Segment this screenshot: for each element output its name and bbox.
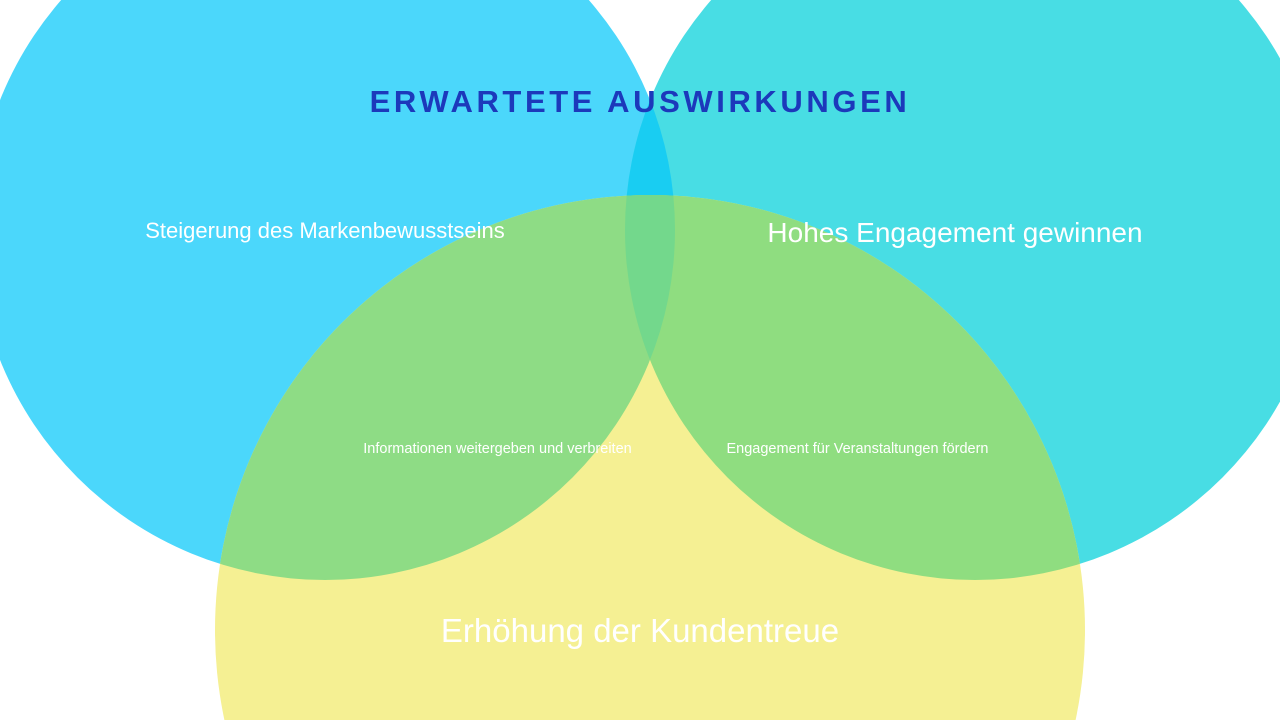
overlap-left-bottom (215, 195, 675, 580)
overlap-right-bottom (625, 195, 1085, 580)
